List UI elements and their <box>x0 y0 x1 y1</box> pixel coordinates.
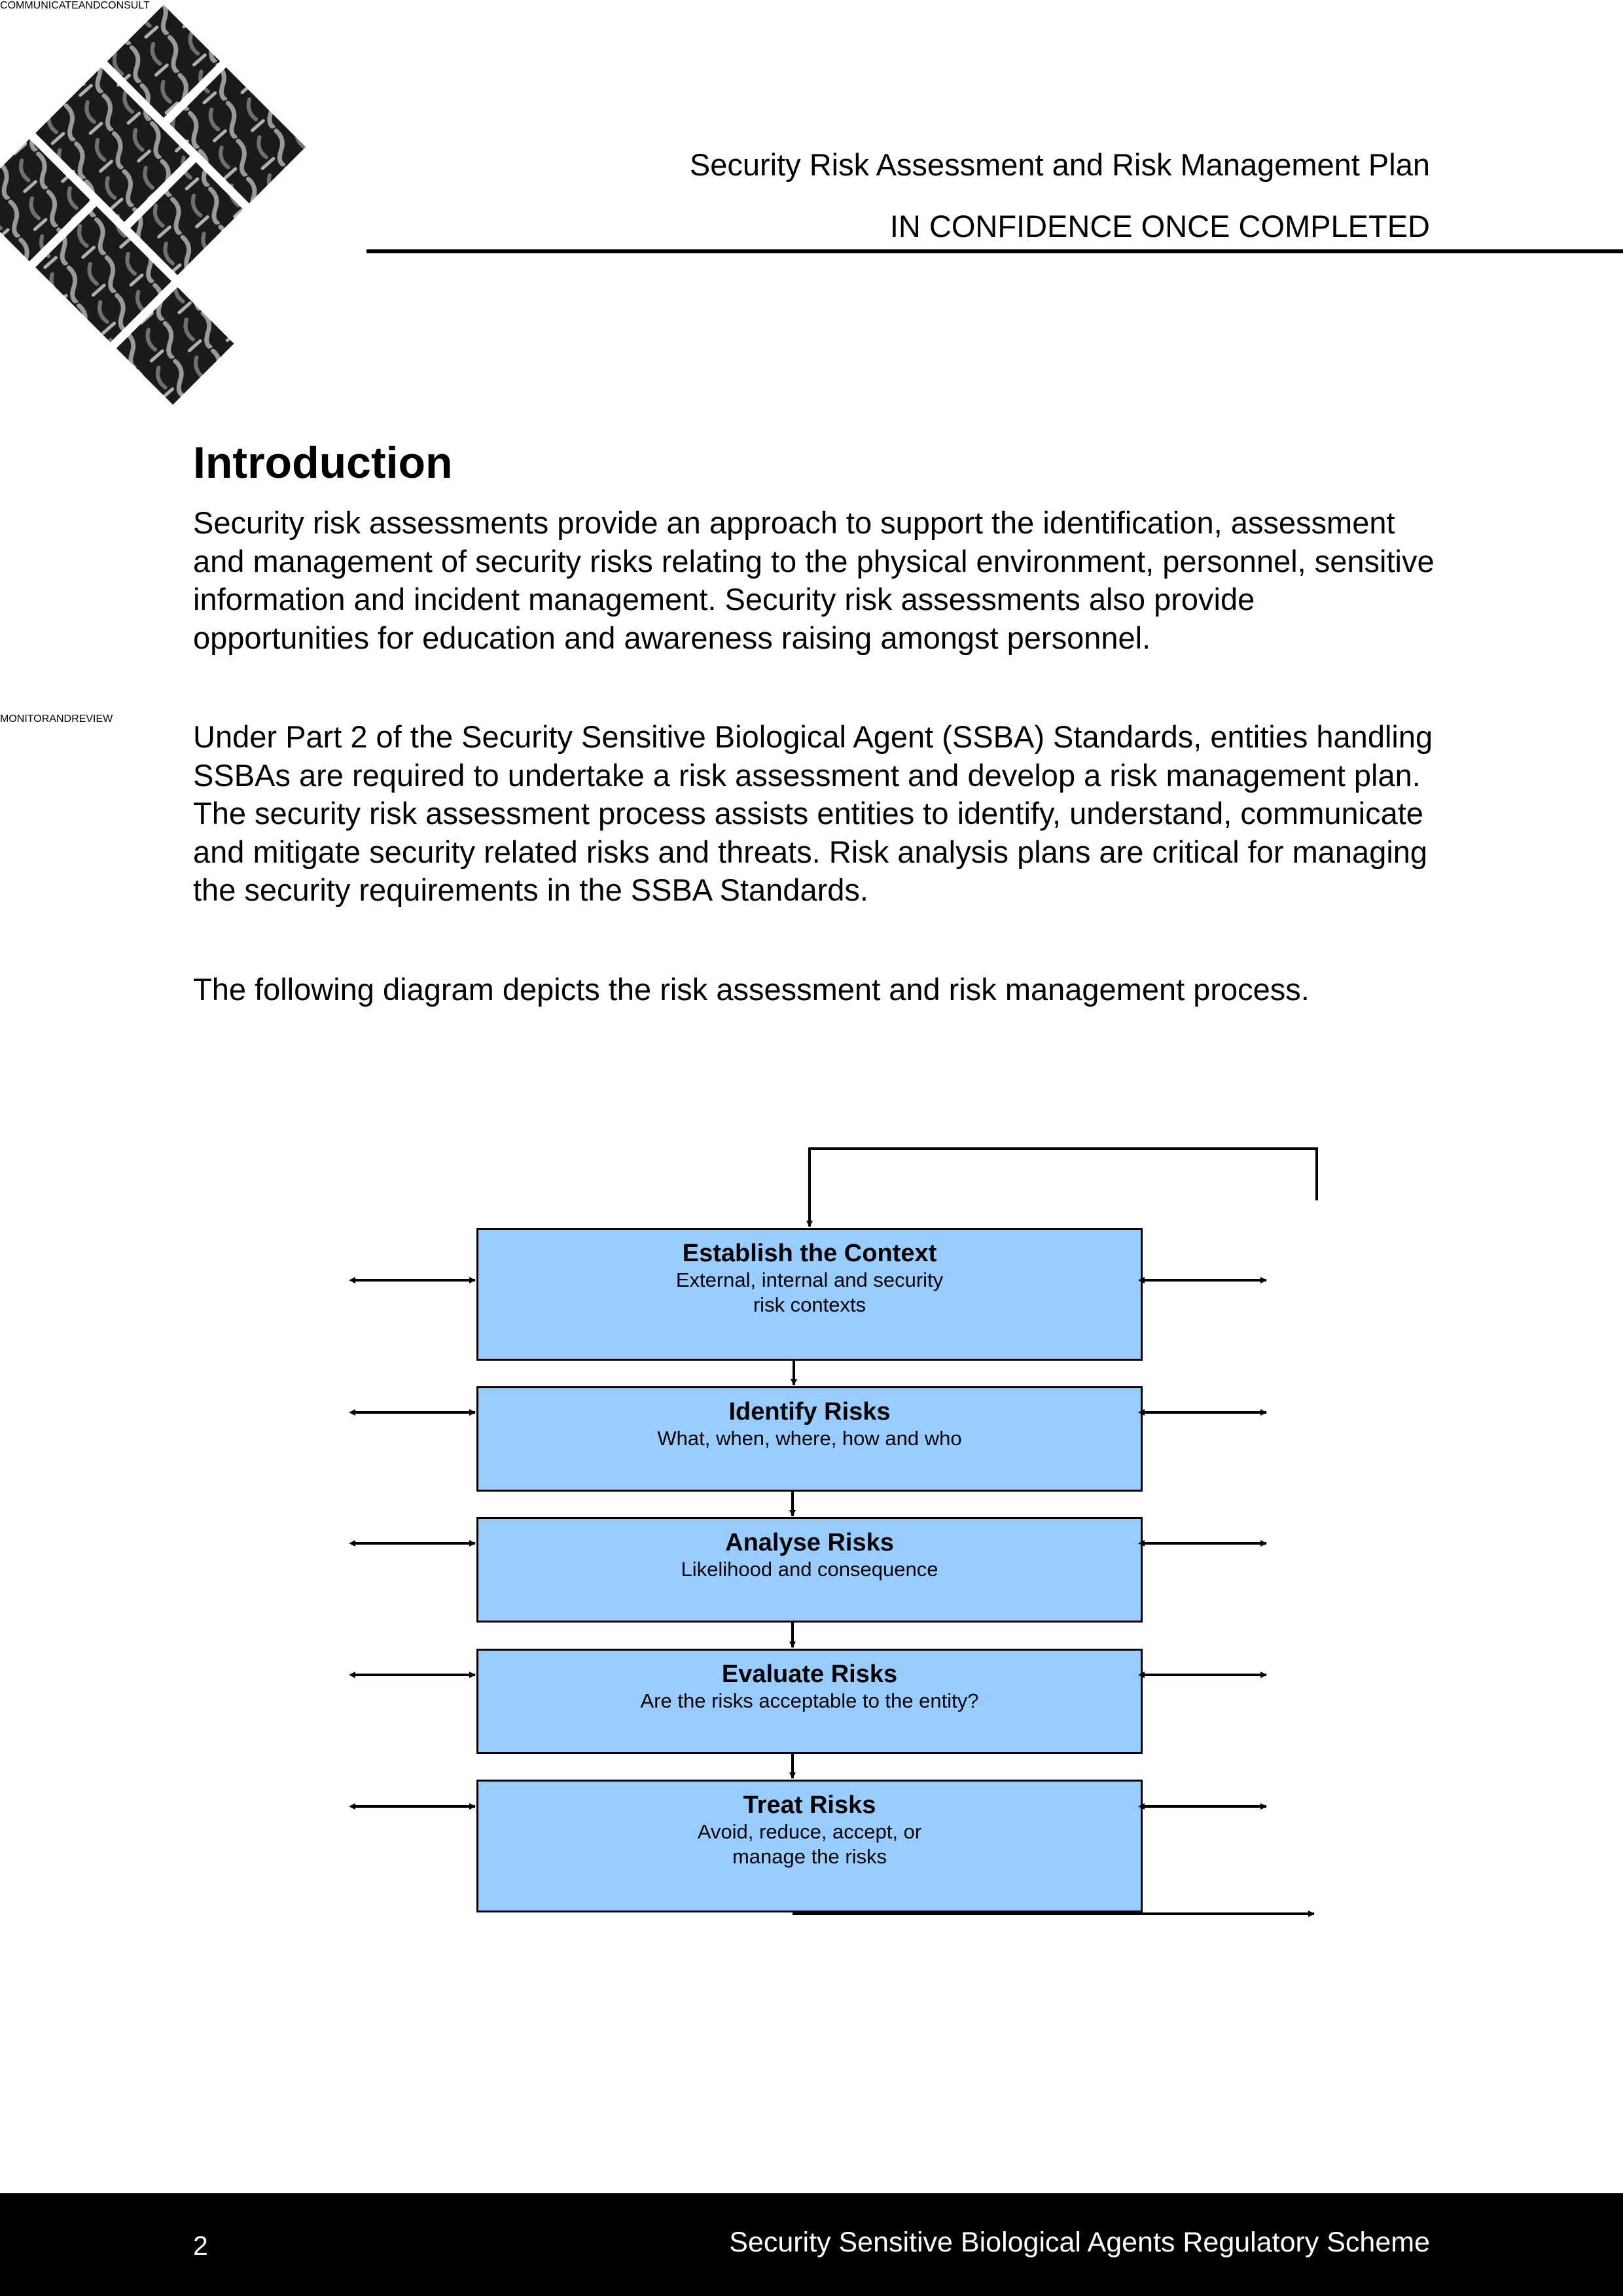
header-rule <box>366 249 1623 253</box>
footer-title: Security Sensitive Biological Agents Reg… <box>729 2227 1430 2258</box>
step-establish-context: Establish the Context External, internal… <box>476 1228 1143 1361</box>
monitor-review-letter: E <box>96 713 103 725</box>
step-analyse-risks: Analyse Risks Likelihood and consequence <box>476 1517 1143 1623</box>
communicate-consult-letter: A <box>78 0 86 11</box>
footer-bar <box>0 2193 1623 2296</box>
monitor-review-letter: R <box>41 713 50 725</box>
communicate-consult-letter: U <box>130 0 139 11</box>
communicate-consult-letter: N <box>41 0 48 11</box>
communicate-consult-letter: T <box>65 0 72 11</box>
monitor-review-letter: I <box>93 713 96 725</box>
communicate-consult-letter: O <box>7 0 16 11</box>
communicate-consult-letter: S <box>124 0 131 11</box>
step-desc: What, when, where, how and who <box>657 1427 962 1450</box>
communicate-consult-letter: T <box>143 0 150 11</box>
step-desc: Likelihood and consequence <box>681 1558 938 1581</box>
communicate-consult-letter: A <box>58 0 65 11</box>
communicate-consult-letter: O <box>108 0 116 11</box>
communicate-consult-letter: E <box>71 0 79 11</box>
step-desc: manage the risks <box>732 1845 887 1868</box>
step-evaluate-risks: Evaluate Risks Are the risks acceptable … <box>476 1649 1143 1754</box>
monitor-review-letter: I <box>24 713 27 725</box>
monitor-review-letter: D <box>63 713 72 725</box>
communicate-consult-letter: L <box>138 0 144 11</box>
communicate-consult-letter: D <box>92 0 101 11</box>
intro-paragraph-1: Security risk assessments provide an app… <box>193 505 1435 655</box>
step-title: Analyse Risks <box>725 1529 894 1556</box>
communicate-consult-letter: M <box>16 0 25 11</box>
step-identify-risks: Identify Risks What, when, where, how an… <box>476 1386 1143 1492</box>
monitor-review-letter: M <box>0 713 9 725</box>
step-title: Establish the Context <box>682 1240 937 1267</box>
page-number: 2 <box>193 2231 208 2261</box>
monitor-review-letter: W <box>103 713 113 725</box>
monitor-review-letter: T <box>27 713 34 725</box>
communicate-consult-column: COMMUNICATEANDCONSULT <box>0 0 1623 713</box>
step-desc: External, internal and security <box>675 1268 944 1291</box>
communicate-consult-letter: C <box>51 0 59 11</box>
intro-paragraph-3: The following diagram depicts the risk a… <box>193 972 1310 1007</box>
step-title: Treat Risks <box>743 1791 876 1819</box>
step-desc: Are the risks acceptable to the entity? <box>640 1689 979 1712</box>
step-desc: Avoid, reduce, accept, or <box>697 1820 922 1843</box>
logo-diamond-icon <box>0 0 313 409</box>
header-title: Security Risk Assessment and Risk Manage… <box>689 147 1430 182</box>
step-title: Identify Risks <box>728 1398 891 1426</box>
communicate-consult-letter: I <box>48 0 52 11</box>
monitor-review-letter: N <box>56 713 64 725</box>
header-confidentiality: IN CONFIDENCE ONCE COMPLETED <box>889 209 1430 243</box>
communicate-consult-letter: C <box>100 0 109 11</box>
step-desc: risk contexts <box>753 1293 866 1316</box>
monitor-review-letter: R <box>71 713 79 725</box>
communicate-consult-letter: U <box>33 0 41 11</box>
monitor-review-letter: O <box>33 713 42 725</box>
step-treat-risks: Treat Risks Avoid, reduce, accept, or ma… <box>476 1780 1143 1912</box>
monitor-review-letter: A <box>49 713 56 725</box>
communicate-consult-letter: C <box>0 0 8 11</box>
section-title: Introduction <box>193 438 453 488</box>
monitor-review-letter: V <box>86 713 93 725</box>
step-title: Evaluate Risks <box>721 1660 898 1688</box>
communicate-consult-letter: N <box>85 0 93 11</box>
communicate-consult-letter: N <box>116 0 124 11</box>
intro-paragraph-2: Under Part 2 of the Security Sensitive B… <box>193 719 1433 907</box>
monitor-review-letter: E <box>79 713 86 725</box>
communicate-consult-letter: M <box>24 0 33 11</box>
monitor-review-letter: N <box>16 713 25 725</box>
monitor-review-letter: O <box>9 713 17 725</box>
monitor-review-column: MONITORANDREVIEW <box>0 713 1623 1427</box>
